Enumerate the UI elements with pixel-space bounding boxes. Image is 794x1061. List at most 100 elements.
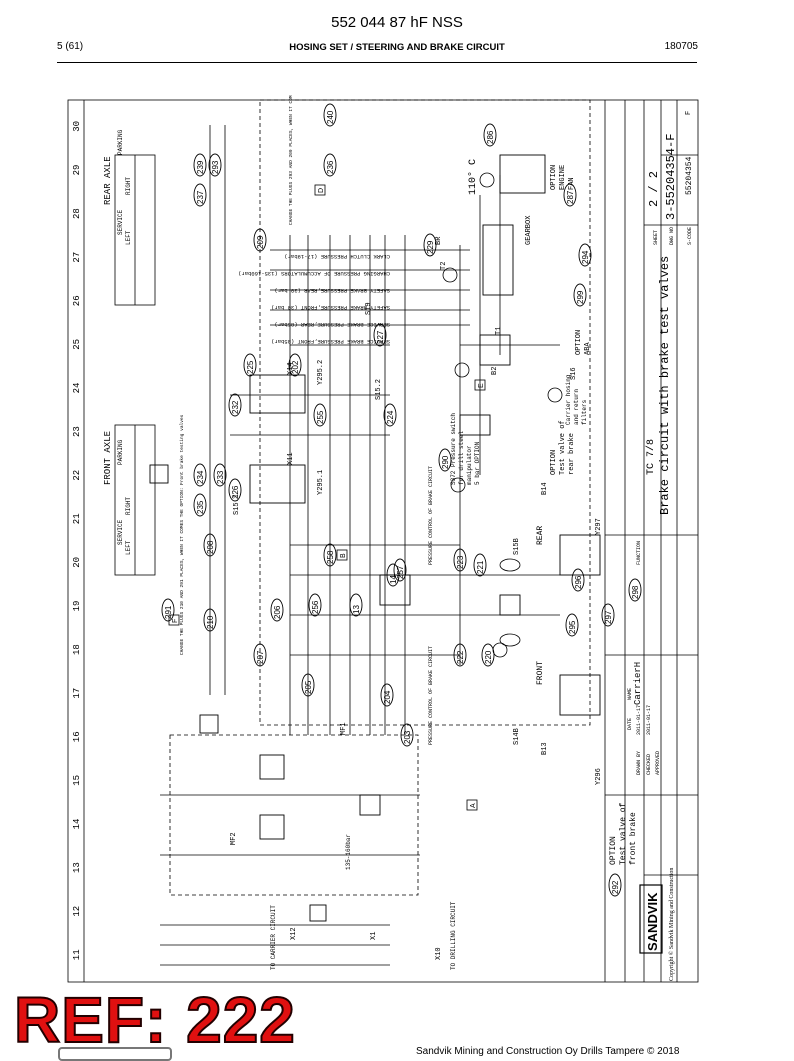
valve-label: B13 (541, 742, 549, 755)
revision-label: F (685, 111, 693, 115)
footer-logo (58, 1047, 172, 1061)
valve-label: X1 (370, 932, 378, 940)
svg-text:226: 226 (231, 485, 240, 499)
valve-label: S15.1 (233, 494, 241, 515)
drawn-label: DRAWN BY (636, 751, 642, 775)
part-callout: 204 (380, 683, 394, 707)
letter-marker: A (470, 803, 477, 808)
part-callout: 297 (601, 603, 615, 627)
drawing-frame (67, 99, 699, 983)
part-callout: 203 (400, 723, 414, 747)
grid-number: 29 (72, 165, 82, 176)
part-callout: 258 (323, 543, 337, 567)
svg-text:291: 291 (164, 605, 173, 619)
valve-label: S16 (570, 367, 578, 380)
letter-marker: D (318, 188, 325, 193)
valve-label: Y295.2 (317, 360, 325, 385)
option-label-pressure-switch: S372 Pressure switchfor drill steelmanip… (450, 413, 481, 485)
grid-number: 30 (72, 121, 82, 132)
svg-text:204: 204 (383, 690, 392, 704)
svg-text:292: 292 (611, 880, 620, 894)
reference-stamp: REF: 222 (13, 984, 296, 1056)
part-callout: 257 (393, 558, 407, 582)
part-callout: 235 (193, 493, 207, 517)
part-callout: 207 (253, 643, 267, 667)
axle-brakes (114, 154, 156, 576)
valve-label: MF2 (230, 832, 238, 845)
right-label-front: RIGHT (125, 497, 132, 515)
footer-company: Sandvik Mining and Construction Oy Drill… (416, 1046, 680, 1057)
svg-text:13: 13 (352, 605, 361, 614)
grid-number: 12 (72, 906, 82, 917)
part-callout: 236 (323, 153, 337, 177)
option-label-carrier-hosing: Carrier hosingand returnfilters (565, 374, 588, 425)
grid-number: 17 (72, 688, 82, 699)
gauge-label: SAFETY BRAKE PRESSURE,FRONT (30 bar) (271, 304, 390, 311)
svg-text:229: 229 (426, 240, 435, 254)
page-number: 5 (61) (57, 41, 84, 52)
valve-label: GEARBOX (525, 215, 533, 245)
part-callout: 240 (323, 103, 337, 127)
svg-text:299: 299 (576, 290, 585, 304)
svg-text:225: 225 (246, 360, 255, 374)
grid-number: 16 (72, 731, 82, 742)
section-title: HOSING SET / STEERING AND BRAKE CIRCUIT (289, 42, 505, 53)
part-callout: 255 (313, 403, 327, 427)
part-callout: 221 (473, 553, 487, 577)
grid-number: 27 (72, 252, 82, 263)
grid-number: 26 (72, 295, 82, 306)
svg-text:256: 256 (311, 600, 320, 614)
svg-text:210: 210 (206, 615, 215, 629)
svg-text:227: 227 (376, 330, 385, 344)
carrier-label: CarrierH (633, 662, 643, 705)
part-callout: 13 (349, 593, 363, 617)
drawing-main-title: Brake circuit with brake test valves (658, 256, 672, 515)
left-label-rear: LEFT (125, 230, 132, 245)
svg-text:295: 295 (568, 620, 577, 634)
svg-text:223: 223 (456, 555, 465, 569)
rear-axle-label: REAR AXLE (103, 156, 113, 205)
valve-label: S14B (513, 728, 521, 745)
approved-label: APPROVED (655, 751, 661, 775)
pressure-range-label: 135-160bar (345, 834, 352, 870)
part-callout: 14 (386, 563, 400, 587)
part-callout: 229 (423, 233, 437, 257)
service-label-rear: SERVICE (117, 209, 124, 235)
valve-label: X12 (290, 927, 298, 940)
option-label-front-brake: OPTIONTest valve offront brake (609, 802, 638, 865)
scode-number: 55204354 (685, 156, 694, 195)
svg-text:220: 220 (484, 650, 493, 664)
page-title: 552 044 87 hF NSS (331, 14, 463, 31)
part-callout: 206 (270, 598, 284, 622)
svg-text:296: 296 (574, 575, 583, 589)
part-callout: 299 (573, 283, 587, 307)
grid-number: 13 (72, 862, 82, 873)
front-label: FRONT (536, 661, 545, 685)
grid-number: 18 (72, 644, 82, 655)
valve-label: B2 (491, 367, 499, 375)
part-callout: 256 (308, 593, 322, 617)
letter-marker: B (340, 553, 347, 558)
option-label-aba: OPTIONABA (575, 330, 592, 355)
gauge-label: CHARGING PRESSURE OF ACCUMULATORS (135-1… (238, 270, 390, 277)
grid-number: 20 (72, 557, 82, 568)
service-label-front: SERVICE (117, 519, 124, 545)
front-axle-label: FRONT AXLE (103, 431, 113, 485)
grid-number: 25 (72, 339, 82, 350)
valve-label: T2 (440, 262, 448, 270)
part-callout: 286 (483, 123, 497, 147)
svg-text:203: 203 (403, 730, 412, 744)
part-callout: 224 (383, 403, 397, 427)
part-callout: 220 (481, 643, 495, 667)
scode-label: S-CODE (687, 227, 693, 245)
letter-marker-box (314, 184, 326, 196)
pressure-control-rear-label: PRESSURE CONTROL OF BRAKE CIRCUIT (428, 466, 434, 565)
part-callout: 293 (208, 153, 222, 177)
option-label-rear-brake: OPTIONTest valve ofrear brake (550, 420, 576, 475)
grid-number: 22 (72, 470, 82, 481)
function-label: FUNCTION (636, 541, 642, 565)
date-label: DATE (627, 718, 633, 730)
